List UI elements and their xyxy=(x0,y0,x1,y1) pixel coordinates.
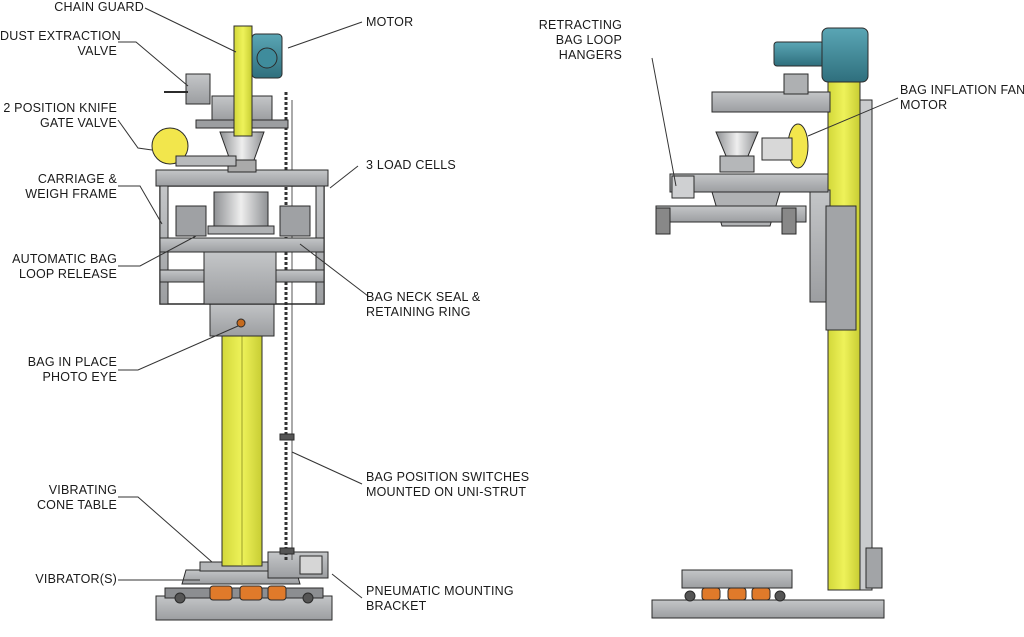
front-motor-icon xyxy=(251,33,283,79)
side-base-plate xyxy=(651,599,885,619)
label-line: BAG LOOP xyxy=(555,33,622,47)
label-line: CARRIAGE & xyxy=(37,172,117,186)
dust-valve-icon xyxy=(164,73,211,105)
label-line: VALVE xyxy=(77,44,117,58)
label-line: BAG IN PLACE xyxy=(27,355,117,369)
label-line: DUST EXTRACTION xyxy=(0,29,121,43)
label-line: MOTOR xyxy=(900,98,948,112)
label-auto-bag-loop-release: AUTOMATIC BAG LOOP RELEASE xyxy=(0,252,117,282)
label-line: 2 POSITION KNIFE xyxy=(3,101,117,115)
label-line: MOUNTED ON UNI-STRUT xyxy=(366,485,527,499)
label-line: LOOP RELEASE xyxy=(18,267,117,281)
label-line: PHOTO EYE xyxy=(42,370,117,384)
label-line: WEIGH FRAME xyxy=(25,187,117,201)
label-line: BAG POSITION SWITCHES xyxy=(366,470,530,484)
label-line: RETRACTING xyxy=(538,18,622,32)
loop-hanger-icon xyxy=(671,175,695,199)
label-line: HANGERS xyxy=(558,48,622,62)
label-knife-gate-valve: 2 POSITION KNIFE GATE VALVE xyxy=(0,101,117,131)
label-line: 3 LOAD CELLS xyxy=(366,158,456,172)
label-line: CHAIN GUARD xyxy=(54,0,144,14)
label-line: CONE TABLE xyxy=(36,498,117,512)
label-bag-neck-seal: BAG NECK SEAL & RETAINING RING xyxy=(366,290,480,320)
label-vibrators: VIBRATOR(S) xyxy=(0,572,117,587)
label-line: BAG INFLATION FAN xyxy=(900,83,1024,97)
label-line: VIBRATING xyxy=(48,483,117,497)
side-vibrator-icon xyxy=(684,587,786,602)
label-line: BAG NECK SEAL & xyxy=(366,290,481,304)
front-view xyxy=(151,25,333,621)
label-line: VIBRATOR(S) xyxy=(35,572,117,586)
label-retracting-bag-loop-hangers: RETRACTING BAG LOOP HANGERS xyxy=(500,18,622,63)
label-carriage-weigh-frame: CARRIAGE & WEIGH FRAME xyxy=(0,172,117,202)
label-vibrating-cone-table: VIBRATING CONE TABLE xyxy=(0,483,117,513)
label-pneumatic-mounting-bracket: PNEUMATIC MOUNTING BRACKET xyxy=(366,584,514,614)
chain-guard xyxy=(233,25,253,137)
side-motor-icon xyxy=(773,27,869,83)
vibrator-icon xyxy=(174,585,314,604)
label-motor: MOTOR xyxy=(366,15,413,30)
label-line: PNEUMATIC MOUNTING xyxy=(366,584,514,598)
label-chain-guard: CHAIN GUARD xyxy=(0,0,144,15)
leader-lines xyxy=(117,7,899,599)
bag-neck-seal xyxy=(213,191,269,233)
label-line: BRACKET xyxy=(366,599,427,613)
label-load-cells: 3 LOAD CELLS xyxy=(366,158,456,173)
knife-gate-icon xyxy=(151,127,237,167)
label-line: GATE VALVE xyxy=(39,116,117,130)
label-line: MOTOR xyxy=(366,15,414,29)
side-view xyxy=(651,27,885,619)
fan-motor-icon xyxy=(761,123,809,169)
label-line: AUTOMATIC BAG xyxy=(12,252,117,266)
side-yellow-column xyxy=(827,77,861,591)
label-bag-in-place-photo-eye: BAG IN PLACE PHOTO EYE xyxy=(0,355,117,385)
label-dust-extraction-valve: DUST EXTRACTION VALVE xyxy=(0,29,121,59)
label-line: RETAINING RING xyxy=(366,305,471,319)
label-bag-inflation-fan-motor: BAG INFLATION FAN MOTOR xyxy=(900,83,1024,113)
label-bag-position-switches: BAG POSITION SWITCHES MOUNTED ON UNI-STR… xyxy=(366,470,529,500)
